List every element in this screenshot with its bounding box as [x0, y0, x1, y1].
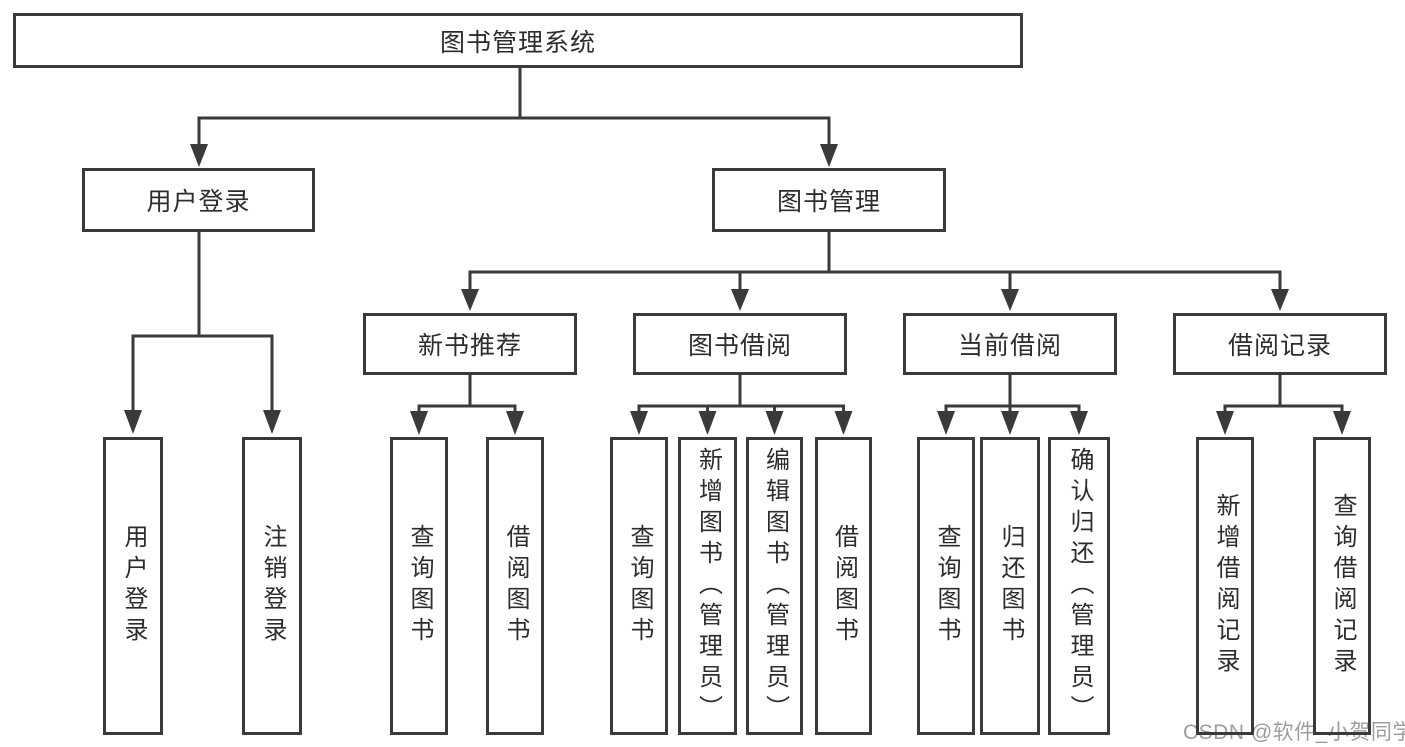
node-current-borrowing: 当前借阅	[903, 313, 1117, 375]
leaf-query-borrow-record: 查询借阅记录	[1313, 437, 1371, 735]
edges-borrow-records-to-leaves	[1216, 375, 1351, 435]
leaf-query-book-under-recommend: 查询图书	[390, 437, 448, 735]
edges-root-to-level2	[190, 66, 838, 167]
edges-new-book-rec-to-leaves	[410, 375, 524, 435]
leaf-add-book-admin: 新增图书（管理员）	[678, 437, 737, 735]
node-new-book-recommend: 新书推荐	[363, 313, 577, 375]
leaf-user-login: 用户登录	[103, 437, 163, 735]
node-borrowing-records: 借阅记录	[1173, 313, 1387, 375]
leaf-logout: 注销登录	[242, 437, 302, 735]
node-book-management: 图书管理	[712, 168, 946, 232]
leaf-add-borrow-record: 新增借阅记录	[1196, 437, 1254, 735]
leaf-borrow-book-under-borrowing: 借阅图书	[815, 437, 872, 735]
node-user-login: 用户登录	[82, 168, 315, 232]
leaf-return-book: 归还图书	[980, 437, 1040, 735]
leaf-borrow-book-under-recommend: 借阅图书	[486, 437, 544, 735]
leaf-query-book-under-current: 查询图书	[917, 437, 975, 735]
node-book-borrowing: 图书借阅	[633, 313, 847, 375]
leaf-edit-book-admin: 编辑图书（管理员）	[746, 437, 803, 735]
leaf-query-book-under-borrowing: 查询图书	[610, 437, 668, 735]
edges-user-login-to-leaves	[124, 232, 281, 434]
node-root-system: 图书管理系统	[13, 13, 1023, 68]
edges-current-borrow-to-leaves	[937, 375, 1088, 435]
edges-book-mgmt-to-level3	[461, 232, 1289, 311]
edges-book-borrow-to-leaves	[630, 375, 853, 435]
csdn-watermark: CSDN @软件_小贺同学	[1183, 721, 1405, 744]
leaf-confirm-return-admin: 确认归还（管理员）	[1048, 437, 1110, 735]
